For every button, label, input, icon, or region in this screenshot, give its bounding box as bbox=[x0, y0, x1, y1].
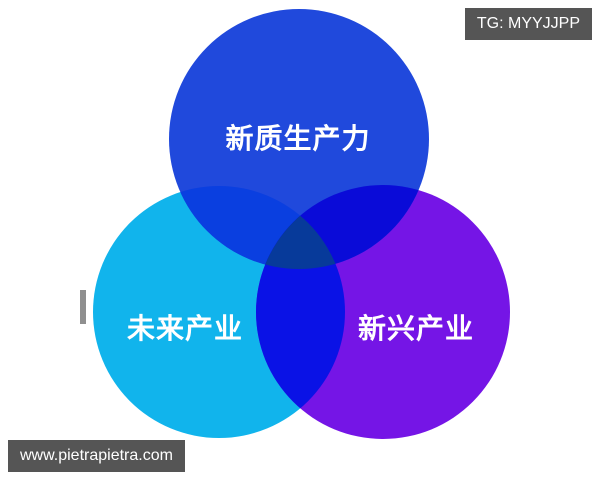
watermark-telegram: TG: MYYJJPP bbox=[464, 8, 592, 40]
label-future-industries: 未来产业 bbox=[126, 312, 244, 345]
edge-artifact bbox=[80, 290, 86, 324]
watermark-website: www.pietrapietra.com bbox=[8, 440, 185, 472]
overlap-center bbox=[256, 186, 345, 269]
label-new-quality-productivity: 新质生产力 bbox=[225, 122, 371, 155]
label-emerging-industries: 新兴产业 bbox=[357, 312, 475, 345]
